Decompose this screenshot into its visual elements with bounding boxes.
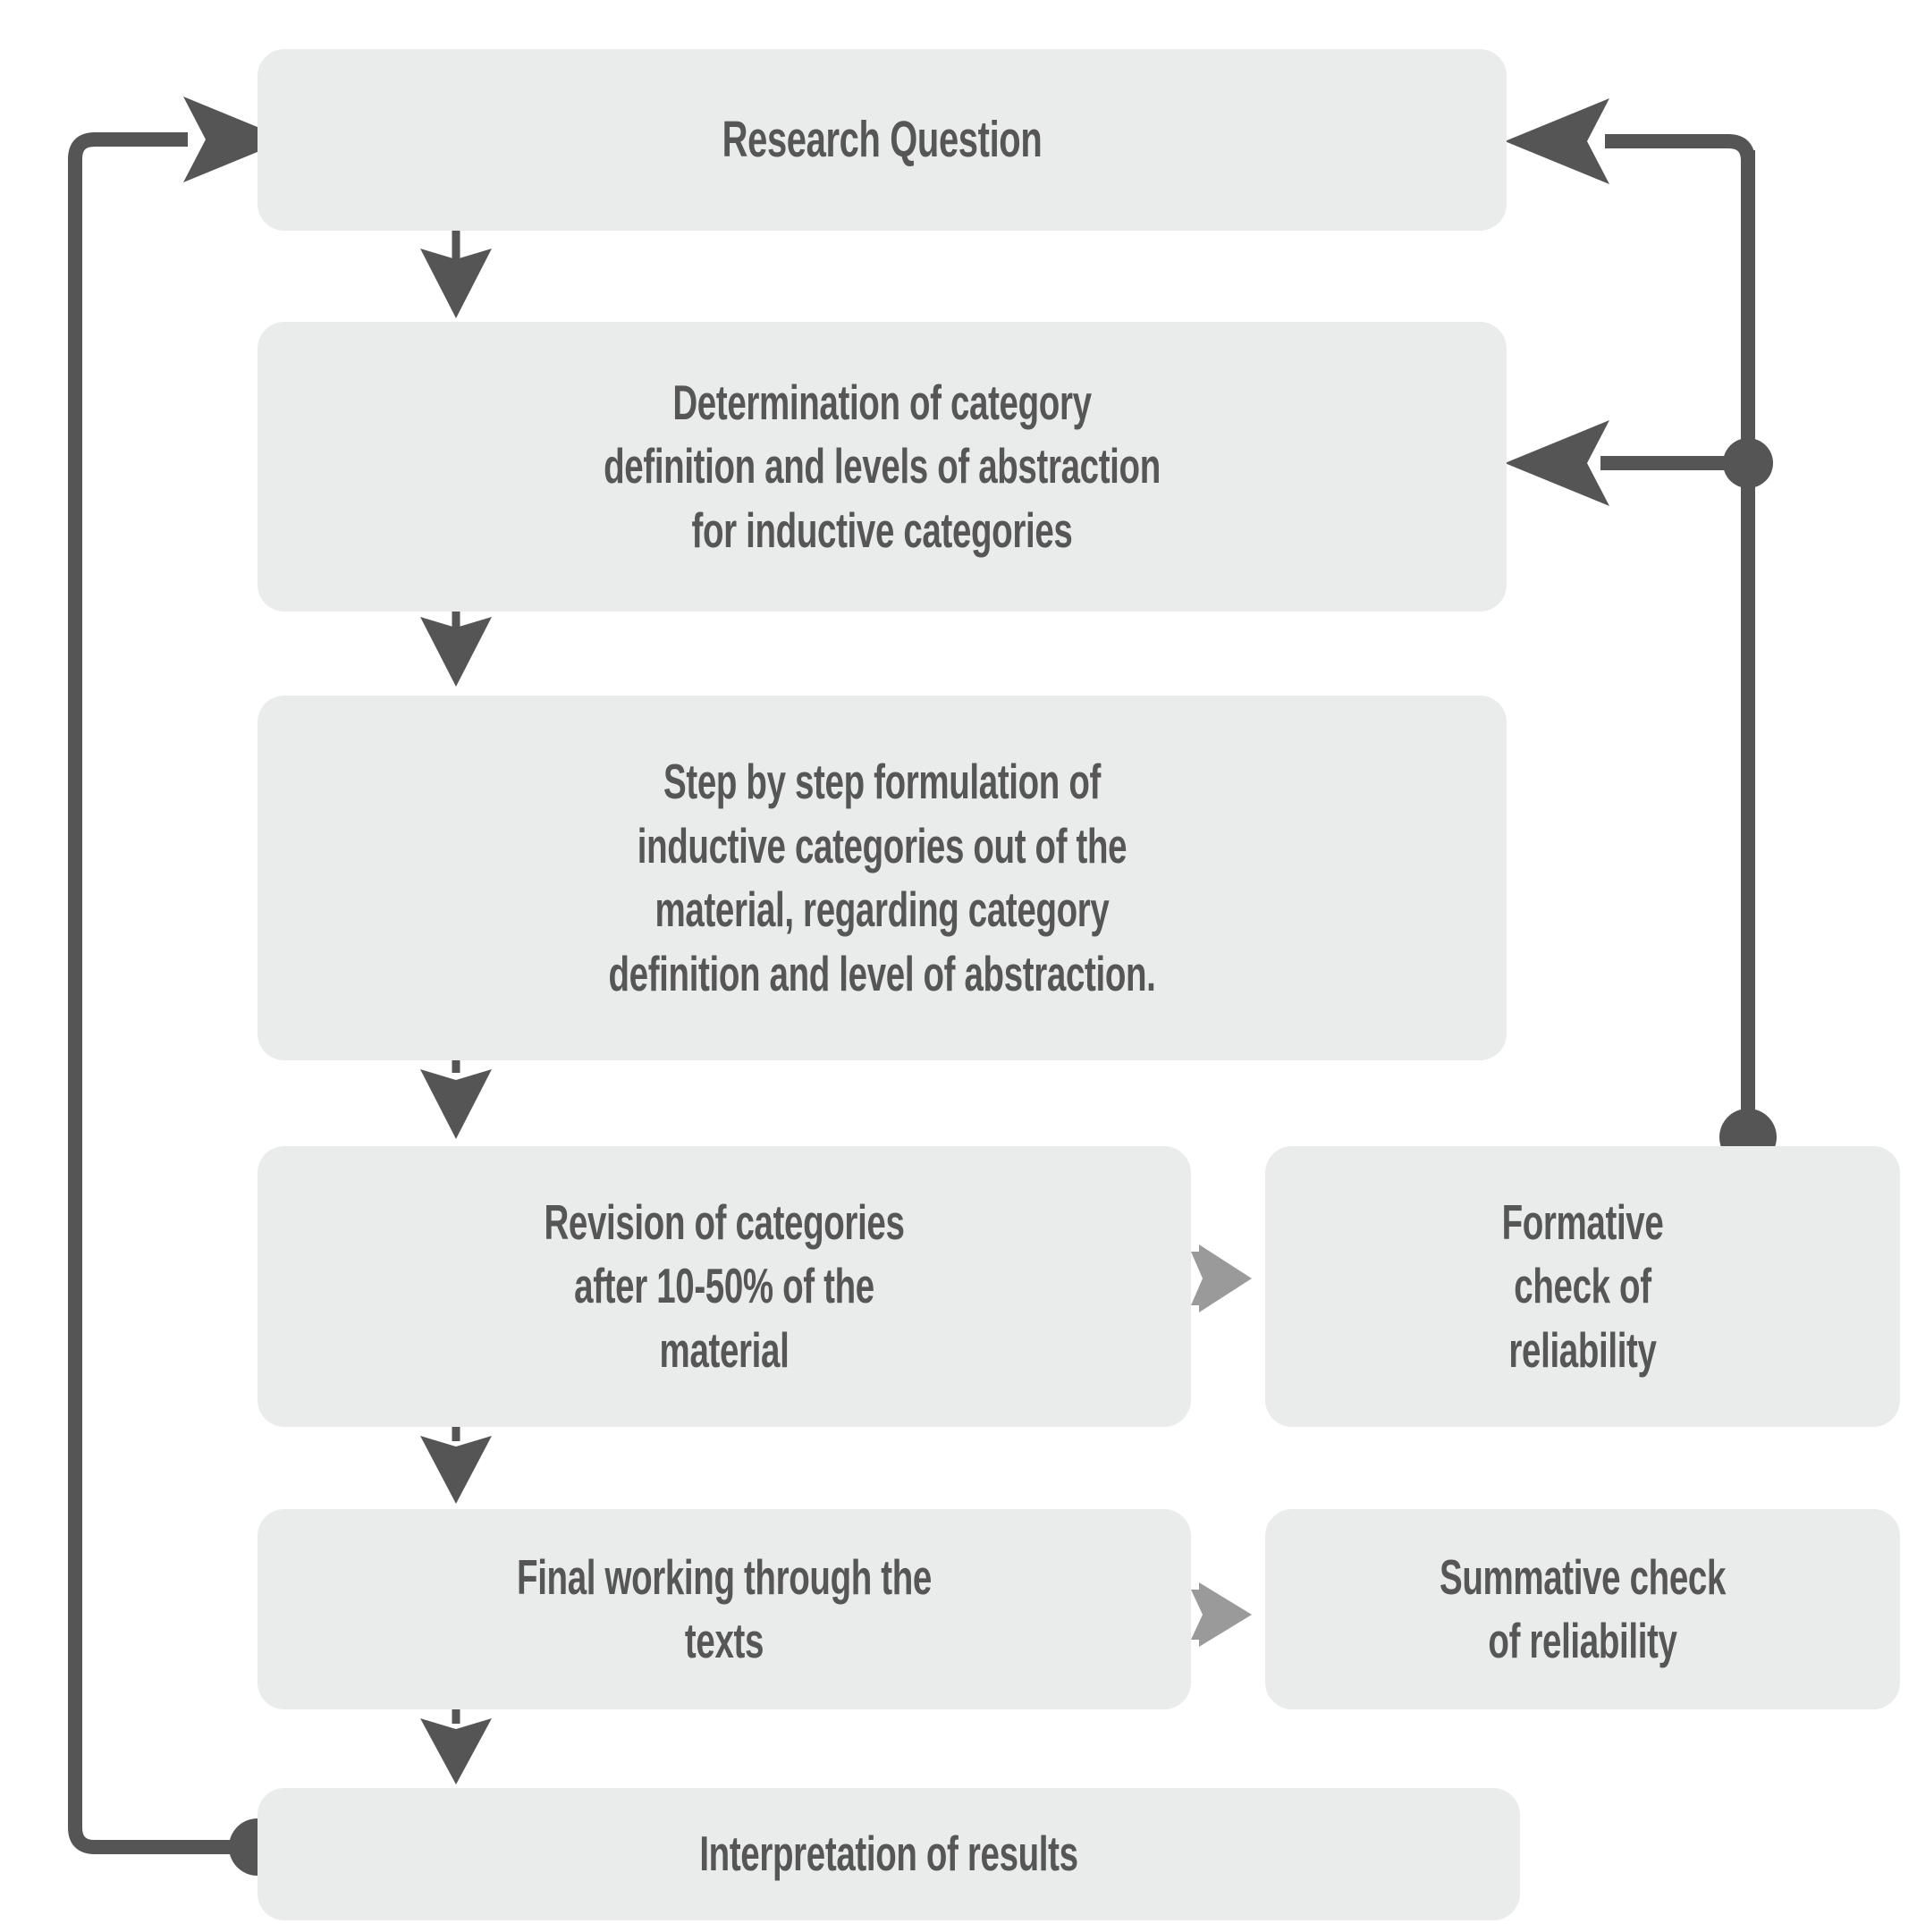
node-determination[interactable]: Determination of category definition and… <box>258 322 1507 612</box>
arrow-determination-to-step <box>420 612 492 687</box>
node-revision-label: Revision of categories after 10-50% of t… <box>544 1194 905 1378</box>
node-formative-check[interactable]: Formative check of reliability <box>1265 1146 1900 1427</box>
arrowhead-into-research-question <box>1505 98 1609 184</box>
feedback-bus-right <box>1505 98 1777 1166</box>
node-interpretation-label: Interpretation of results <box>699 1826 1078 1882</box>
node-final-working-label: Final working through the texts <box>517 1548 932 1669</box>
node-research-question[interactable]: Research Question <box>258 49 1507 231</box>
node-summative-check[interactable]: Summative check of reliability <box>1265 1509 1900 1709</box>
node-formative-check-label: Formative check of reliability <box>1501 1194 1664 1378</box>
node-final-working[interactable]: Final working through the texts <box>258 1509 1191 1709</box>
node-step-by-step[interactable]: Step by step formulation of inductive ca… <box>258 696 1507 1060</box>
node-research-question-label: Research Question <box>722 111 1043 169</box>
arrow-final-to-summative <box>1191 1582 1252 1647</box>
arrow-revision-to-final <box>420 1427 492 1504</box>
node-revision[interactable]: Revision of categories after 10-50% of t… <box>258 1146 1191 1427</box>
node-determination-label: Determination of category definition and… <box>604 374 1161 558</box>
arrow-final-to-interpretation <box>420 1709 492 1784</box>
arrow-step-to-revision <box>420 1060 492 1139</box>
node-interpretation[interactable]: Interpretation of results <box>258 1788 1520 1920</box>
node-step-by-step-label: Step by step formulation of inductive ca… <box>608 754 1156 1001</box>
arrowhead-into-determination <box>1505 420 1609 506</box>
feedback-loop-left <box>68 97 288 1876</box>
arrow-revision-to-formative <box>1191 1244 1252 1312</box>
feedback-junction-dot <box>1723 438 1773 488</box>
node-summative-check-label: Summative check of reliability <box>1439 1548 1727 1669</box>
arrow-research-question-to-determination <box>420 231 492 318</box>
arrowhead-into-research-question-left <box>183 97 288 182</box>
